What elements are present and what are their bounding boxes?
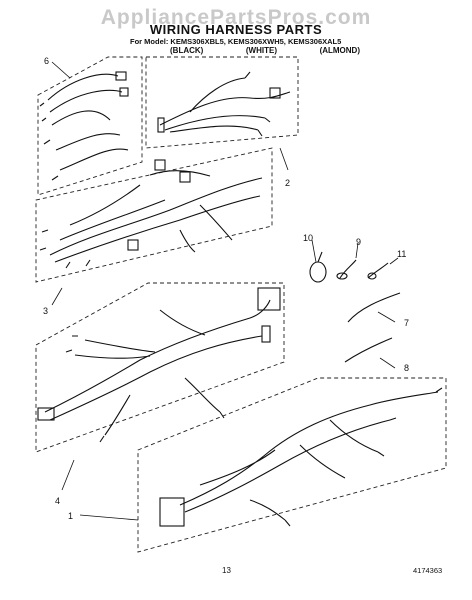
callout-7: 7	[404, 318, 409, 328]
callout-8: 8	[404, 363, 409, 373]
harness-2-outline	[145, 56, 299, 149]
color-variants: (BLACK) (WHITE) (ALMOND)	[170, 46, 360, 55]
page-number: 13	[222, 566, 231, 575]
harness-6-outline	[37, 56, 143, 196]
watermark: AppliancePartsPros.com	[100, 6, 372, 29]
variant-almond: (ALMOND)	[319, 46, 360, 55]
document-number: 4174363	[413, 566, 443, 575]
callout-1: 1	[68, 511, 73, 521]
harness-4-outline	[35, 282, 285, 453]
model-line: For Model: KEMS306XBL5, KEMS306XWH5, KEM…	[130, 37, 342, 46]
callout-11: 11	[397, 249, 406, 259]
callout-9: 9	[356, 237, 361, 247]
callout-3: 3	[43, 306, 48, 316]
page-title: WIRING HARNESS PARTS	[149, 22, 323, 37]
harness-1-outline	[137, 377, 447, 553]
callout-2: 2	[285, 178, 290, 188]
callout-4: 4	[55, 496, 60, 506]
callout-6: 6	[44, 56, 49, 66]
harness-3-outline	[35, 147, 273, 283]
variant-white: (WHITE)	[245, 46, 277, 55]
callout-10: 10	[303, 233, 313, 243]
variant-black: (BLACK)	[170, 46, 204, 55]
